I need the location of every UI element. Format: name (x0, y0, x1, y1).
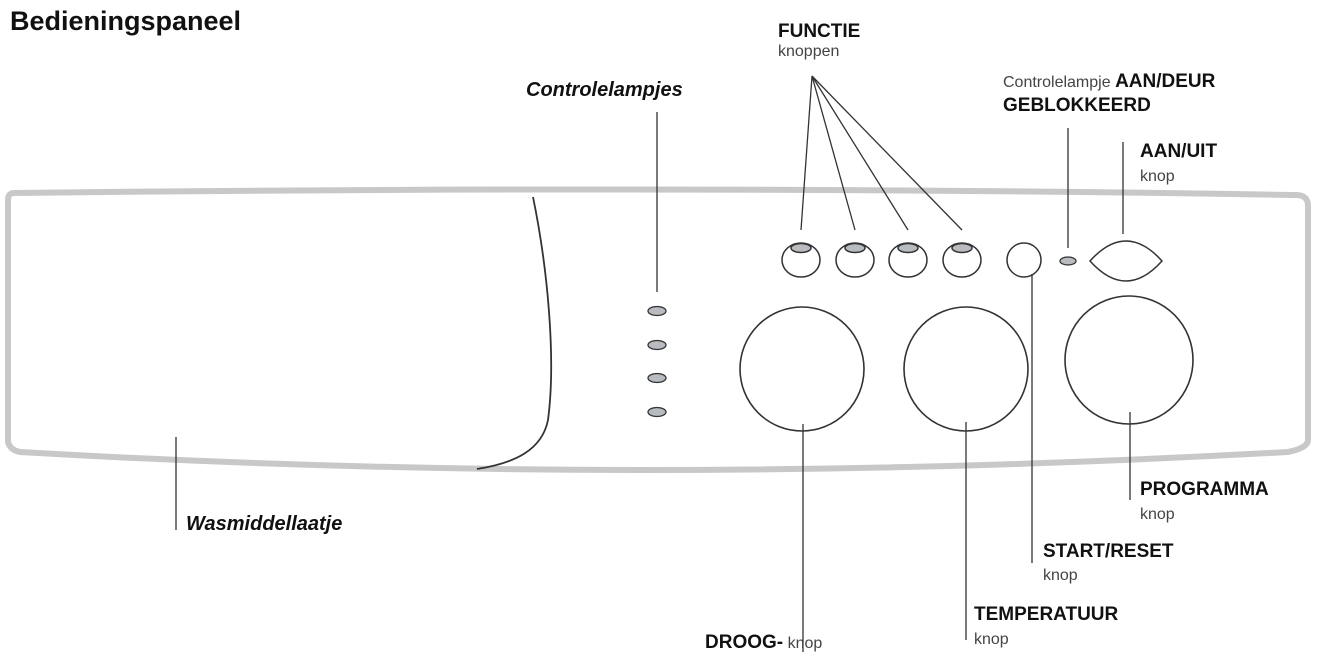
detergent-drawer-edge (476, 196, 553, 470)
program-knob[interactable] (1064, 295, 1194, 425)
indicator-lamp-1 (647, 305, 667, 317)
function-button-4[interactable] (942, 242, 982, 278)
control-panel-outline (5, 186, 1311, 473)
leader-functie-3 (811, 75, 909, 231)
label-start-reset: START/RESET (1043, 541, 1174, 562)
label-aan-uit-sub: knop (1140, 168, 1175, 185)
door-locked-lamp (1059, 256, 1077, 266)
indicator-lamp-3 (647, 372, 667, 384)
function-button-3[interactable] (888, 242, 928, 278)
on-off-button[interactable] (1088, 240, 1164, 282)
indicator-lamp-2 (647, 339, 667, 351)
indicator-lamps (647, 305, 667, 418)
label-controlelampje-prefix: Controlelampje (1003, 74, 1111, 91)
label-functie-sub: knoppen (778, 43, 840, 60)
function-button-2[interactable] (835, 242, 875, 278)
label-temperatuur-sub: knop (974, 631, 1009, 648)
start-reset-button[interactable] (1006, 242, 1042, 278)
label-droog-sub: knop (787, 635, 823, 652)
leader-functie-4 (811, 75, 963, 231)
label-controlelampje-aan-deur: Controlelampje AAN/DEUR (1003, 72, 1215, 91)
label-programma: PROGRAMMA (1140, 479, 1269, 500)
label-droog-bold: DROOG- (705, 632, 784, 653)
label-controlelampjes: Controlelampjes (526, 79, 683, 101)
label-droog: DROOG- knop (705, 633, 822, 652)
function-buttons (781, 242, 982, 278)
label-wasmiddellaatje: Wasmiddellaatje (186, 513, 343, 535)
label-aan-deur: AAN/DEUR (1115, 71, 1216, 92)
leader-lines (175, 75, 1131, 652)
page-title: Bedieningspaneel (10, 6, 242, 36)
label-start-reset-sub: knop (1043, 567, 1078, 584)
label-geblokkeerd: GEBLOKKEERD (1003, 95, 1151, 116)
function-button-1[interactable] (781, 242, 821, 278)
indicator-lamp-4 (647, 406, 667, 418)
temperature-knob[interactable] (903, 306, 1029, 432)
label-programma-sub: knop (1140, 506, 1175, 523)
label-temperatuur: TEMPERATUUR (974, 604, 1119, 625)
label-aan-uit: AAN/UIT (1140, 141, 1218, 162)
leader-functie-1 (800, 75, 813, 231)
drying-knob[interactable] (739, 306, 865, 432)
label-functie: FUNCTIE (778, 21, 861, 42)
leader-functie-2 (811, 75, 856, 231)
